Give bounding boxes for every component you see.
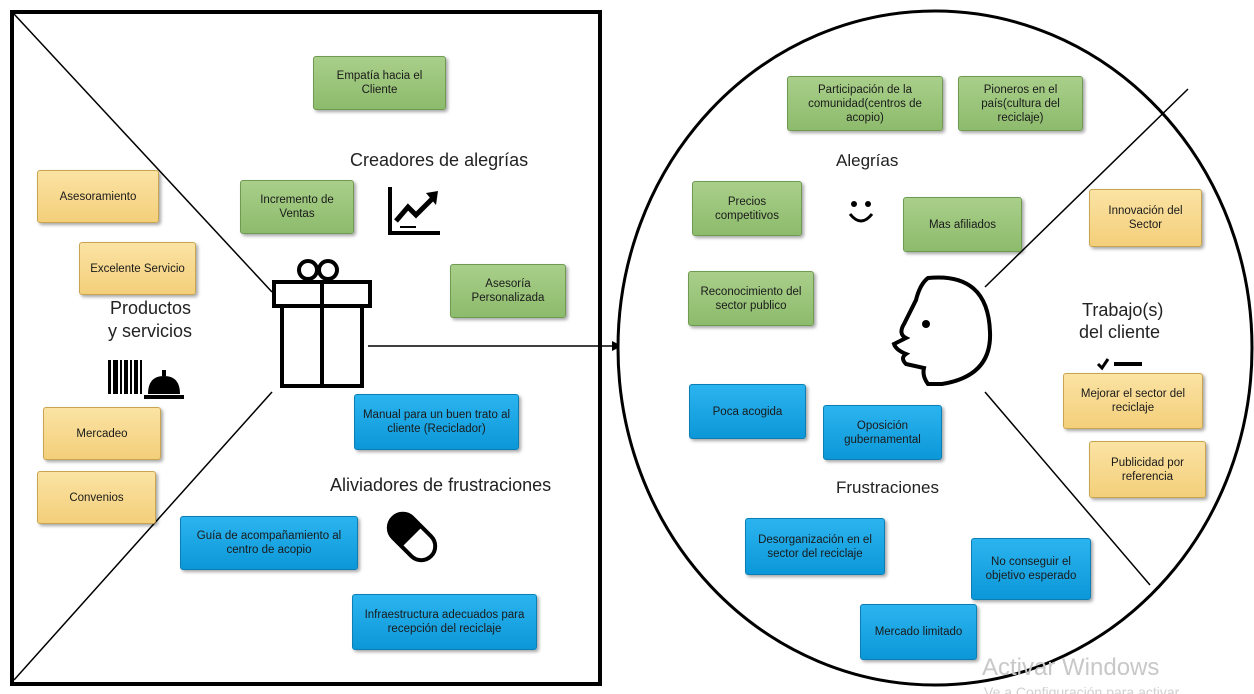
customer-pain-note: Poca acogida [689,384,806,439]
gain-creator-note: Empatía hacia el Cliente [313,56,446,110]
gain-creator-note: Incremento de Ventas [240,180,354,234]
customer-gain-note: Pioneros en el país(cultura del reciclaj… [958,76,1083,131]
customer-gain-note: Precios competitivos [692,181,802,236]
jobs-title-line2: del cliente [1079,322,1161,342]
profile-divider-bottom [984,391,1151,586]
product-note: Excelente Servicio [79,242,196,295]
profile-divider-top [984,88,1189,288]
value-map-divider-top [13,13,273,293]
customer-job-note: Publicidad por referencia [1089,441,1206,498]
trending-up-chart-icon [388,187,440,235]
gains-title: Alegrías [836,151,899,170]
pain-relievers-title: Aliviadores de frustraciones [330,475,552,495]
product-note: Mercadeo [43,407,161,460]
checklist-icon [1096,358,1142,371]
customer-pain-note: No conseguir el objetivo esperado [971,538,1091,600]
gift-icon [272,259,372,388]
value-map-divider-bottom [13,391,273,681]
smiley-icon [848,201,874,223]
products-label-line1: Productos [110,298,192,318]
pain-reliever-note: Infraestructura adecuados para recepción… [352,594,537,650]
pain-reliever-note: Guía de acompañamiento al centro de acop… [180,516,358,570]
customer-gain-note: Reconocimiento del sector publico [688,271,814,326]
pain-reliever-note: Manual para un buen trato al cliente (Re… [354,394,519,450]
face-profile-icon [891,275,993,386]
gain-creators-title: Creadores de alegrías [350,150,529,170]
customer-pain-note: Mercado limitado [860,604,977,660]
barcode-service-bell-icon [108,360,184,399]
customer-gain-note: Mas afiliados [903,197,1022,252]
customer-pain-note: Desorganización en el sector del recicla… [745,518,885,575]
pill-icon [386,511,438,563]
activation-watermark-title: Activar Windows [982,654,1160,681]
customer-job-note: Mejorar el sector del reciclaje [1063,373,1203,429]
product-note: Convenios [37,471,156,524]
activation-watermark-subtitle: Ve a Configuración para activar [984,684,1180,694]
customer-pain-note: Oposición gubernamental [823,405,942,460]
jobs-title-line1: Trabajo(s) [1082,300,1164,320]
gain-creator-note: Asesoría Personalizada [450,264,566,318]
pains-title: Frustraciones [836,478,939,497]
customer-gain-note: Participación de la comunidad(centros de… [787,76,943,131]
customer-job-note: Innovación del Sector [1089,189,1202,247]
products-label-line2: y servicios [108,321,193,341]
product-note: Asesoramiento [37,170,159,223]
